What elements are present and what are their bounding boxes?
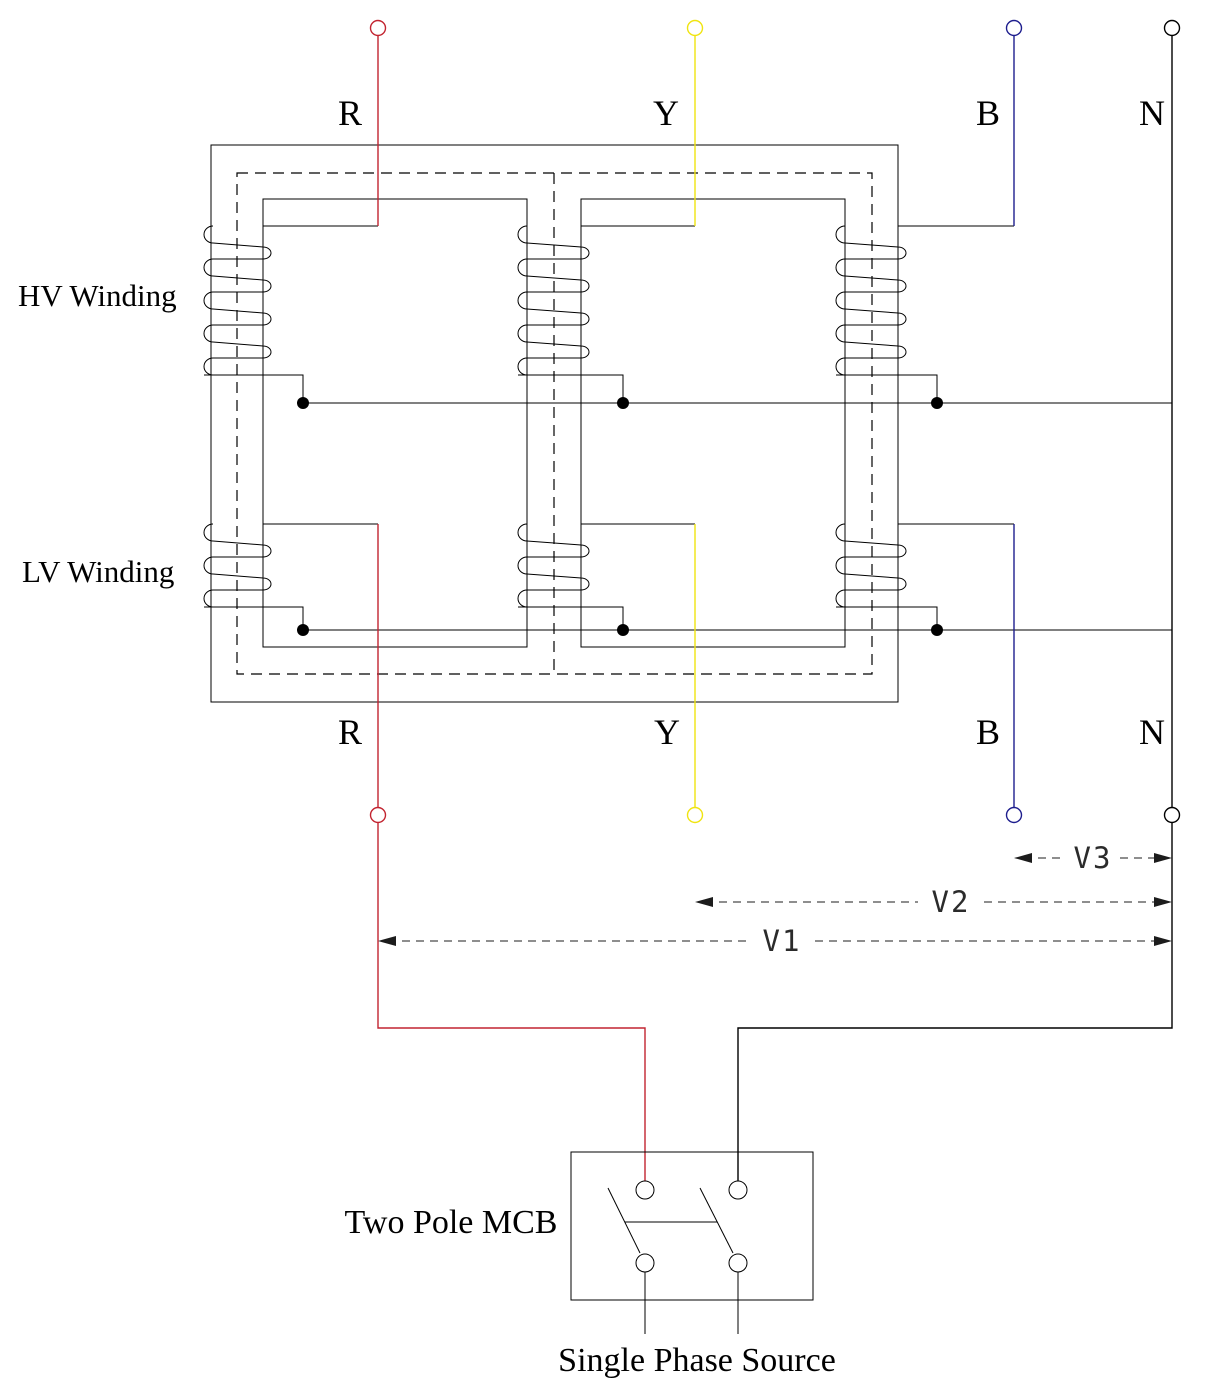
phase-b-top-terminal (1005, 19, 1023, 37)
transformer-core (210, 144, 899, 703)
dimension-v1: V1 (378, 924, 1172, 958)
lv-winding-label: LV Winding (22, 554, 174, 589)
neutral-feed-to-mcb (737, 823, 1173, 1181)
lv-coil-b (835, 523, 907, 608)
phase-r-label-top: R (338, 93, 362, 133)
neutral-bottom-terminal (1163, 806, 1181, 824)
hv-end-lead-b (836, 374, 938, 403)
lv-end-lead-r (204, 606, 304, 630)
core-outer-outline (210, 144, 899, 703)
phase-r-feed-to-mcb (377, 823, 646, 1181)
neutral-label-top: N (1139, 93, 1165, 133)
phase-r-label-bottom: R (338, 712, 362, 752)
phase-y-bottom-terminal (686, 806, 704, 824)
labels: HV Winding LV Winding R Y B N R Y B N Tw… (18, 93, 1165, 1379)
lv-end-lead-b (836, 606, 938, 630)
neutral-label-bottom: N (1139, 712, 1165, 752)
source-label: Single Phase Source (558, 1342, 836, 1379)
phase-y-label-bottom: Y (654, 712, 680, 752)
dimension-v2: V2 (695, 885, 1172, 919)
phase-y-wire-group (686, 19, 704, 824)
core-inner-dashed-outline (236, 172, 873, 675)
junction-dots (297, 397, 943, 636)
dimension-v3: V3 (1014, 841, 1172, 875)
phase-b-bottom-terminal (1005, 806, 1023, 824)
v3-arrow-left-icon (1014, 853, 1032, 863)
hv-coil-r (203, 225, 272, 376)
v3-label: V3 (1074, 841, 1113, 875)
v1-arrow-right-icon (1154, 936, 1172, 946)
phase-r-bottom-terminal (369, 806, 387, 824)
lv-star-dot-r (297, 624, 309, 636)
hv-winding-label: HV Winding (18, 278, 177, 313)
winding-wiring (203, 225, 1172, 631)
mcb-box (570, 1151, 814, 1301)
phase-b-label-bottom: B (976, 712, 1000, 752)
lv-coil-r (203, 523, 272, 608)
phase-y-top-terminal (686, 19, 704, 37)
hv-star-dot-y (617, 397, 629, 409)
phase-r-top-terminal (369, 19, 387, 37)
neutral-top-terminal (1163, 19, 1181, 37)
phase-b-label-top: B (976, 93, 1000, 133)
hv-star-dot-b (931, 397, 943, 409)
phase-y-label-top: Y (653, 93, 679, 133)
mcb-right-blade (699, 1187, 734, 1254)
lv-coil-y (517, 523, 590, 608)
phase-b-wire-group (1005, 19, 1023, 824)
winding-frames (262, 198, 846, 648)
mcb-symbol (570, 1151, 814, 1334)
v1-label: V1 (763, 924, 802, 958)
lv-star-dot-y (617, 624, 629, 636)
mcb-top-left-terminal (635, 1180, 655, 1200)
hv-end-lead-r (204, 374, 304, 403)
mcb-left-blade (607, 1187, 641, 1254)
lv-end-lead-y (518, 606, 624, 630)
v2-arrow-right-icon (1154, 897, 1172, 907)
v1-arrow-left-icon (378, 936, 396, 946)
v2-label: V2 (932, 885, 971, 919)
phase-y-winding-frame (580, 198, 846, 648)
mcb-top-right-terminal (728, 1180, 748, 1200)
neutral-wire-group (737, 19, 1181, 1181)
phase-r-wire-group (369, 19, 646, 1181)
hv-coil-y (517, 225, 590, 376)
mcb-label: Two Pole MCB (345, 1204, 558, 1241)
lv-star-dot-b (931, 624, 943, 636)
mcb-bottom-left-terminal (635, 1253, 655, 1273)
v2-arrow-left-icon (695, 897, 713, 907)
hv-star-dot-r (297, 397, 309, 409)
mcb-bottom-right-terminal (728, 1253, 748, 1273)
hv-coil-b (835, 225, 907, 376)
phase-r-winding-frame (262, 198, 528, 648)
v3-arrow-right-icon (1154, 853, 1172, 863)
hv-end-lead-y (518, 374, 624, 403)
